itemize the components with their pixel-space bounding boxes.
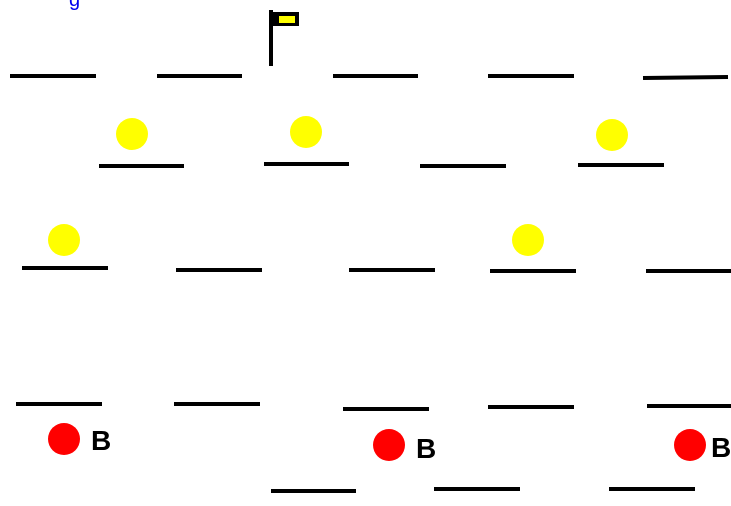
goal-flag-icon: [271, 10, 299, 66]
coin-icon: [596, 119, 628, 151]
enemy-label: B: [91, 425, 111, 456]
platform: [643, 77, 728, 78]
enemy-label: B: [711, 432, 731, 463]
coin-icon: [48, 224, 80, 256]
coin-icon: [512, 224, 544, 256]
enemy-label: B: [416, 433, 436, 464]
enemy: B: [373, 429, 436, 464]
enemy: B: [48, 423, 111, 456]
enemy-icon: [48, 423, 80, 455]
enemy-icon: [674, 429, 706, 461]
enemy: B: [674, 429, 731, 463]
coin-icon: [290, 116, 322, 148]
coin-icon: [116, 118, 148, 150]
enemy-icon: [373, 429, 405, 461]
